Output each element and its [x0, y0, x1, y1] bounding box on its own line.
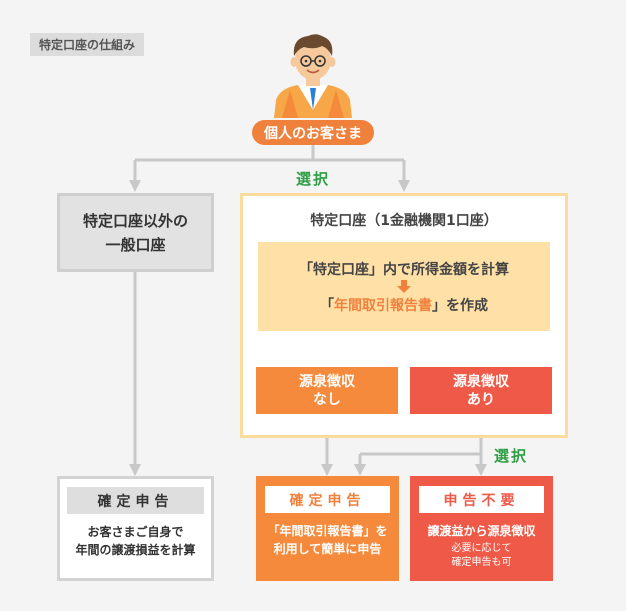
simple-tax-return-card: 確定申告 「年間取引報告書」を 利用して簡単に申告 — [256, 476, 399, 581]
general-account-box: 特定口座以外の 一般口座 — [57, 193, 214, 272]
card-body: 「年間取引報告書」を 利用して簡単に申告 — [267, 524, 388, 556]
card-body: 譲渡益から源泉徴収 必要に応じて 確定申告も可 — [427, 524, 536, 568]
withholding-yes-line1: 源泉徴収 — [453, 373, 509, 390]
person-illustration-icon — [274, 34, 352, 118]
withholding-none-box: 源泉徴収 なし — [256, 367, 398, 414]
card-head: 申告不要 — [419, 486, 544, 513]
card-head: 確定申告 — [67, 487, 204, 514]
customer-label: 個人のお客さま — [252, 120, 374, 145]
select-label-top: 選択 — [296, 170, 331, 188]
select-label-bottom: 選択 — [494, 447, 529, 465]
calculation-box: 「特定口座」内で所得金額を計算 「年間取引報告書」を作成 — [258, 242, 550, 331]
withholding-none-line2: なし — [313, 391, 341, 408]
card-body: お客さまご自身で 年間の譲渡損益を計算 — [75, 525, 196, 557]
special-account-title: 特定口座（1金融機関1口座） — [310, 213, 498, 229]
withholding-yes-box: 源泉徴収 あり — [410, 367, 552, 414]
no-tax-return-card: 申告不要 譲渡益から源泉徴収 必要に応じて 確定申告も可 — [410, 476, 553, 581]
general-account-line2: 一般口座 — [105, 235, 166, 254]
card-head: 確定申告 — [265, 486, 390, 513]
withholding-none-line1: 源泉徴収 — [299, 373, 355, 390]
calculation-line1: 「特定口座」内で所得金額を計算 — [299, 261, 509, 278]
calculation-line2: 「年間取引報告書」を作成 — [320, 297, 488, 314]
diagram-tag: 特定口座の仕組み — [30, 33, 145, 56]
withholding-yes-line2: あり — [467, 391, 495, 408]
general-tax-return-card: 確定申告 お客さまご自身で 年間の譲渡損益を計算 — [57, 476, 214, 581]
annual-report-highlight: 年間取引報告書 — [334, 297, 432, 314]
general-account-line1: 特定口座以外の — [82, 211, 188, 230]
